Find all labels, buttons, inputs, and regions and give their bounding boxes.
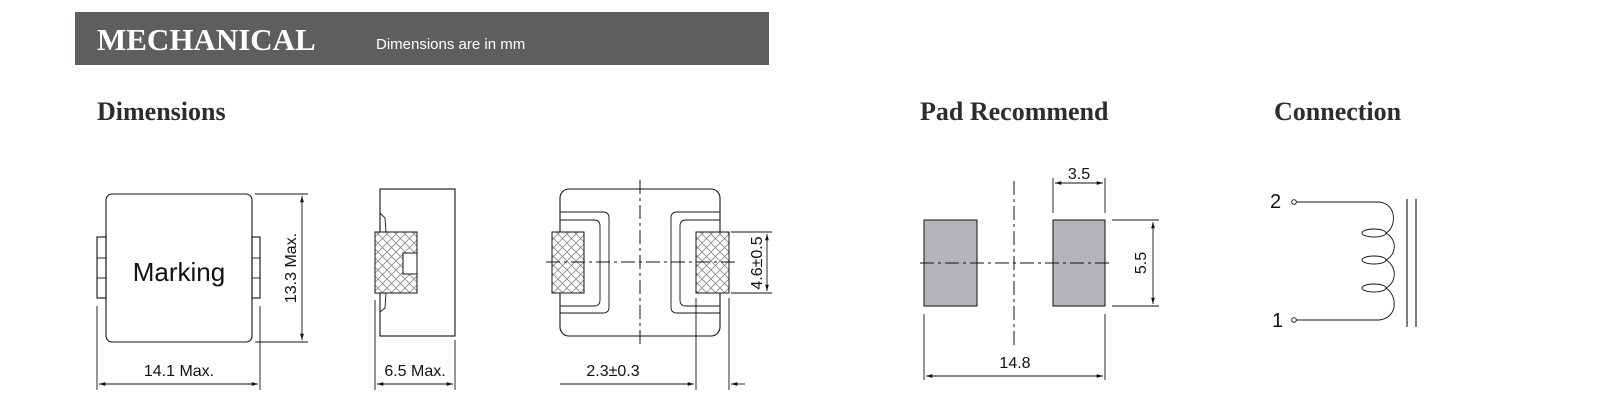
dimensions-heading: Dimensions xyxy=(97,97,226,126)
header-title: MECHANICAL xyxy=(97,22,316,57)
header-subtitle: Dimensions are in mm xyxy=(376,36,525,53)
pad-height-label: 5.5 xyxy=(1133,252,1150,274)
pin-2-label: 2 xyxy=(1270,191,1281,213)
pin-2-terminal-icon xyxy=(1291,199,1297,205)
pad-recommend-heading: Pad Recommend xyxy=(920,97,1109,126)
marking-label: Marking xyxy=(133,257,225,287)
terminal-height-label: 4.6±0.5 xyxy=(749,236,766,289)
height-dimension-label: 13.3 Max. xyxy=(283,233,300,303)
pin-1-terminal-icon xyxy=(1291,317,1297,323)
inductor-coil-icon xyxy=(1296,201,1395,321)
terminal-width-label: 2.3±0.3 xyxy=(586,363,639,380)
connection-schematic: 2 1 xyxy=(1270,191,1417,332)
pad-width-label: 3.5 xyxy=(1068,166,1090,183)
overall-width-label: 14.8 xyxy=(999,355,1030,372)
header-background xyxy=(75,12,769,65)
top-view-drawing: Marking 13.3 Max. 14.1 Max. xyxy=(96,193,308,390)
thickness-dimension-label: 6.5 Max. xyxy=(384,363,445,380)
connection-heading: Connection xyxy=(1274,97,1402,126)
section-header-bar: MECHANICAL Dimensions are in mm xyxy=(75,12,769,65)
pad-layout-drawing: 3.5 5.5 14.8 xyxy=(920,166,1159,380)
bottom-view-drawing: 4.6±0.5 2.3±0.3 xyxy=(546,180,772,390)
pin-1-label: 1 xyxy=(1272,310,1283,332)
side-view-drawing: 6.5 Max. xyxy=(374,188,456,390)
width-dimension-label: 14.1 Max. xyxy=(144,363,214,380)
